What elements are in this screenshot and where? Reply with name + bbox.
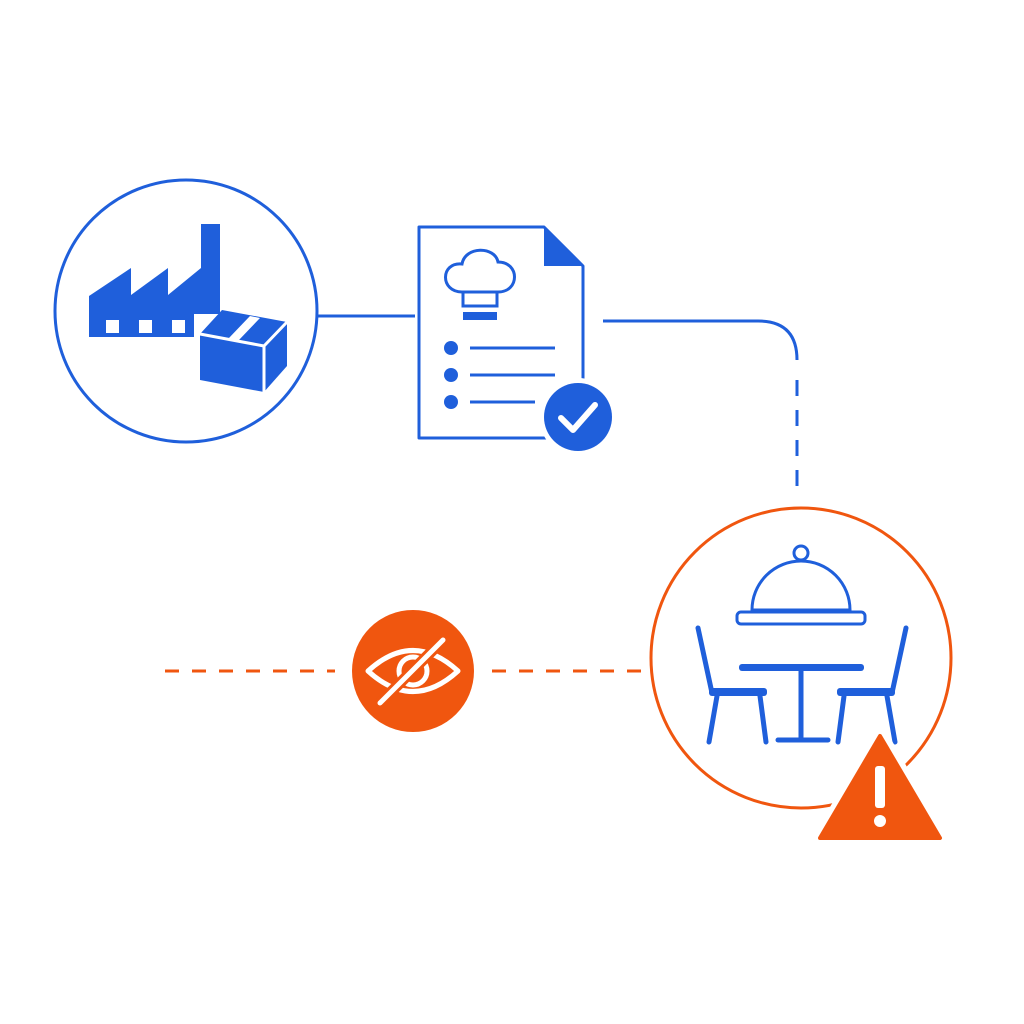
supplier-node	[53, 178, 319, 444]
right-chair-icon	[835, 625, 909, 745]
connectors	[165, 314, 799, 673]
cloche-icon	[735, 544, 867, 626]
restaurant-node	[649, 506, 953, 846]
checkmark-badge-icon	[539, 378, 617, 456]
eye-slash-icon	[365, 636, 461, 707]
recipe-document-node	[417, 225, 617, 456]
box-icon	[194, 310, 289, 392]
left-chair-icon	[695, 625, 769, 745]
warning-triangle-icon	[812, 726, 948, 846]
factory-icon	[89, 224, 220, 337]
list-bullet	[444, 395, 458, 409]
list-bullet	[444, 341, 458, 355]
chef-hat-icon	[444, 248, 516, 320]
document-folded-corner	[544, 227, 583, 266]
list-bullet	[444, 368, 458, 382]
checklist	[444, 341, 555, 409]
connector-document-to-restaurant-solid	[603, 319, 799, 361]
hidden-visibility-node	[352, 610, 474, 732]
dining-table-icon	[739, 664, 864, 743]
